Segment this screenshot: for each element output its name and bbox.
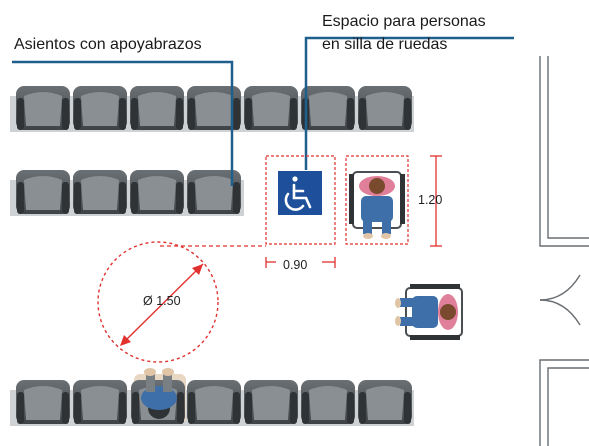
seat-row-2 <box>10 170 244 216</box>
wheelchair-space <box>265 155 336 245</box>
wheelchair-space-label-line2: en silla de ruedas <box>322 36 448 53</box>
turning-diameter-label: Ø 1.50 <box>143 294 181 308</box>
seat-row-3 <box>10 380 414 426</box>
aisle-wheelchair-user-icon <box>394 283 463 341</box>
wheelchair-space-label-line1: Espacio para personas <box>322 13 486 30</box>
height-dimension <box>430 155 442 247</box>
wheelchair-symbol-icon <box>284 176 312 211</box>
leader-lines <box>12 36 514 186</box>
seat-row-1 <box>10 86 414 132</box>
wheelchair-user-icon <box>345 155 409 245</box>
seated-person-icon <box>131 368 186 424</box>
armrest-seats-label: Asientos con apoyabrazos <box>14 36 202 53</box>
width-dimension <box>265 257 336 268</box>
space-width-label: 0.90 <box>283 258 308 272</box>
door-icon <box>539 56 589 446</box>
space-height-label: 1.20 <box>418 193 443 207</box>
turning-circle <box>97 241 219 363</box>
